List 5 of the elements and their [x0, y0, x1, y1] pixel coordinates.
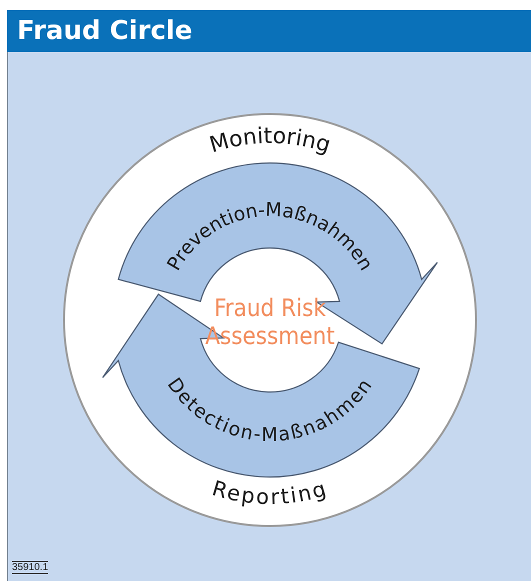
ring-label: Monitoring — [206, 124, 334, 158]
title-bar: Fraud Circle — [7, 10, 531, 52]
figure-number: 35910.1 — [12, 561, 48, 574]
center-label: Fraud Risk Assessment — [204, 294, 336, 350]
ring-label: Reporting — [209, 476, 331, 510]
